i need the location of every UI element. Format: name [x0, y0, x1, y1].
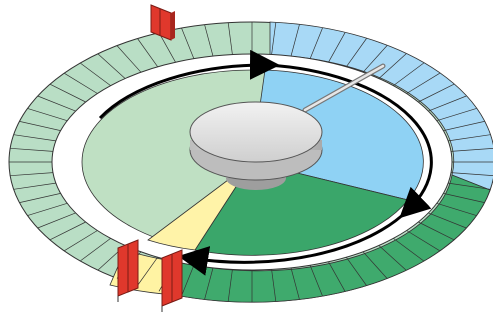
cycle-diagram — [0, 0, 493, 324]
cycle-diagram-canvas — [0, 0, 493, 324]
